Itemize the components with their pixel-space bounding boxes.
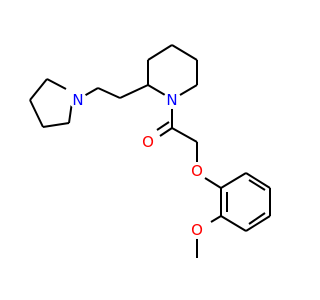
bond — [97, 87, 121, 99]
bond — [245, 172, 271, 189]
bond — [204, 177, 222, 189]
bond — [46, 78, 67, 90]
bond — [29, 78, 48, 101]
bond — [210, 215, 222, 223]
methoxy-group — [196, 215, 222, 258]
bond — [248, 179, 266, 191]
bond — [119, 84, 149, 99]
atom-label-text: O — [191, 162, 203, 180]
ethyl-linker — [83, 84, 149, 99]
bond — [171, 44, 198, 61]
bond — [156, 121, 170, 131]
atom-label-o-carbonyl: O — [139, 133, 157, 151]
bond — [245, 215, 271, 232]
atom-label-n-piperidine: N — [163, 91, 181, 109]
atom-label-o-ether: O — [188, 162, 206, 180]
piperidine-ring — [147, 44, 198, 96]
amide-group — [156, 108, 198, 162]
bond — [29, 99, 44, 128]
bond — [220, 172, 247, 189]
bond — [171, 127, 198, 143]
benzene-ring — [220, 172, 271, 232]
atom-label-text: N — [72, 91, 83, 109]
atom-label-o-methoxy: O — [188, 221, 206, 239]
atom-label-text: O — [191, 221, 203, 239]
atom-label-n-pyrrolidine: N — [69, 91, 87, 109]
pyrrolidine-ring — [29, 78, 73, 128]
ether-link — [204, 177, 222, 189]
bond — [179, 84, 198, 96]
bond — [42, 122, 70, 128]
molecule-diagram: N N O O O — [29, 44, 271, 258]
bond — [83, 87, 99, 97]
bond — [147, 44, 173, 61]
bond — [220, 215, 247, 232]
atom-label-text: O — [142, 133, 154, 151]
bond — [248, 212, 266, 225]
atom-label-text: N — [166, 91, 177, 109]
bond — [159, 127, 173, 137]
bond — [147, 84, 166, 96]
